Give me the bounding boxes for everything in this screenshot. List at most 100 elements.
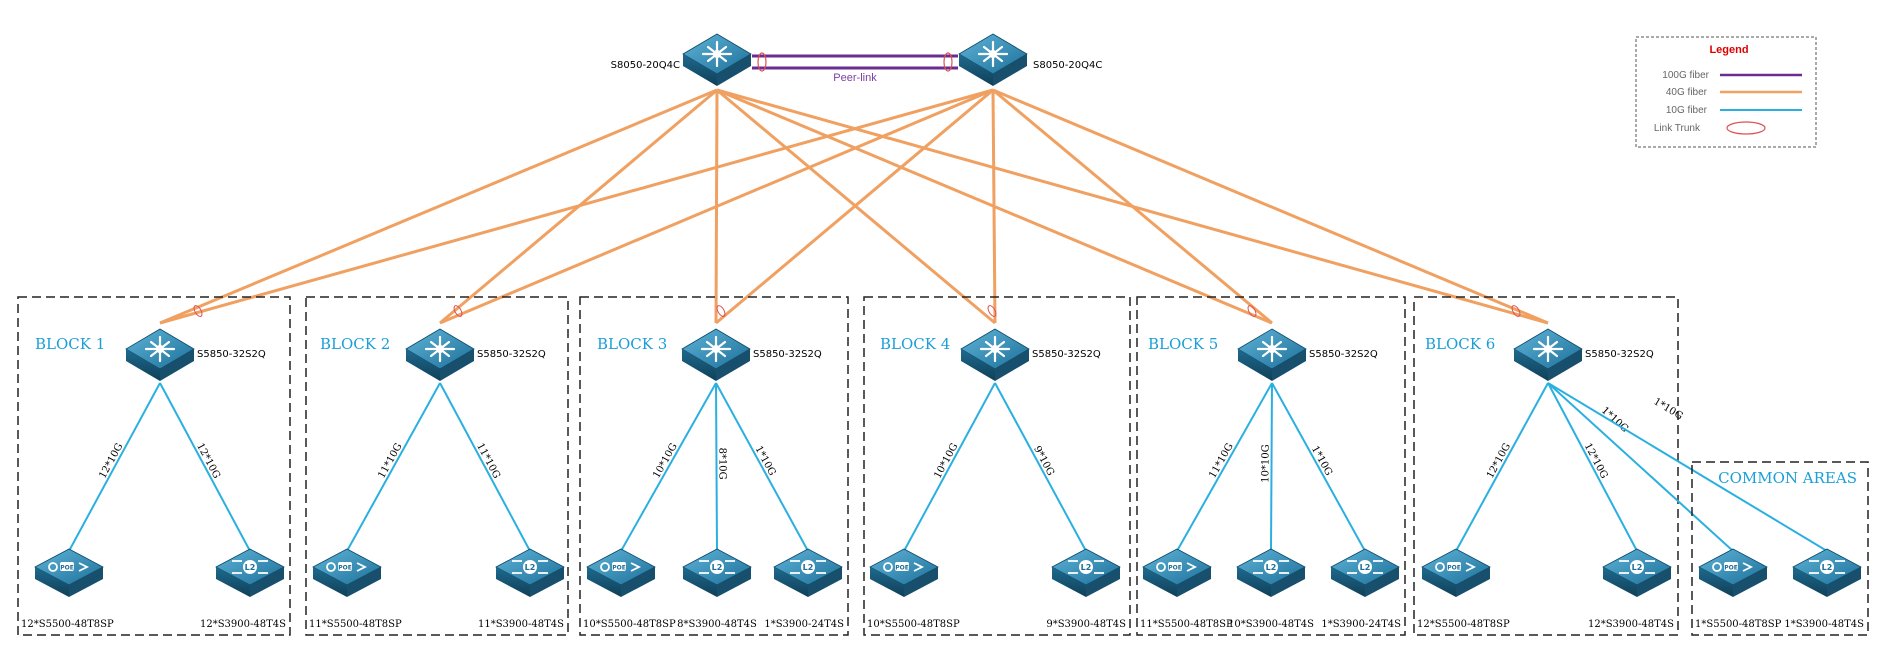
router-icon — [681, 32, 753, 88]
link-10g-line — [903, 382, 996, 552]
link-10g-line — [1176, 382, 1273, 552]
access-switch-label: 12*S5500-48T8SP — [21, 619, 114, 630]
l2-switch-icon — [495, 548, 565, 598]
poe-switch-icon — [1698, 548, 1768, 598]
block-border — [1413, 296, 1679, 636]
link-10g-line — [68, 382, 161, 552]
l2-switch-icon — [1602, 548, 1672, 598]
l2-switch-icon — [215, 548, 285, 598]
link-speed-label: 10*10G — [932, 441, 960, 480]
router-icon — [959, 327, 1031, 383]
uplink-40g-line — [716, 88, 996, 325]
access-switch-label: 1*S3900-24T4S — [1321, 619, 1401, 630]
access-switch-label: 12*S3900-48T4S — [200, 619, 286, 630]
block-title: BLOCK 6 — [1425, 335, 1495, 353]
core-switch-right: S8050-20Q4C — [957, 32, 1102, 88]
poe-switch-icon — [1421, 548, 1491, 598]
block-border — [863, 296, 1131, 636]
uplink-40g-line — [992, 88, 1549, 325]
trunk-marker — [453, 305, 463, 317]
l2-switch-icon — [682, 548, 752, 598]
access-switch-label: 10*S5500-48T8SP — [583, 619, 676, 630]
link-10g-line — [715, 382, 809, 552]
legend-label-10g: 10G fiber — [1666, 105, 1708, 116]
router-icon — [124, 327, 196, 383]
uplinks-40g — [159, 88, 1549, 325]
l2-switch-icon — [1051, 548, 1121, 598]
l2-switch-icon — [773, 548, 843, 598]
link-10g-line — [346, 382, 441, 552]
agg-switch-label: S5850-32S2Q — [197, 349, 266, 360]
trunk-marker — [193, 305, 203, 317]
access-switch-label: 8*S3900-48T4S — [677, 619, 757, 630]
link-10g-line — [1270, 382, 1273, 552]
access-switch-label: 11*S5500-48T8SP — [1140, 619, 1233, 630]
link-10g-line — [439, 382, 531, 552]
uplink-40g-line — [714, 89, 719, 324]
poe-switch-icon — [869, 548, 939, 598]
legend-label-40g: 40G fiber — [1666, 87, 1708, 98]
uplink-40g-line — [159, 88, 718, 325]
agg-switch-label: S5850-32S2Q — [1309, 349, 1378, 360]
access-switch-label: 12*S3900-48T4S — [1588, 619, 1674, 630]
router-icon — [680, 327, 752, 383]
agg-switch-label: S5850-32S2Q — [1585, 349, 1654, 360]
link-10g-line — [159, 382, 251, 552]
trunk-marker — [716, 305, 726, 317]
link-speed-label: 10*10G — [1260, 444, 1271, 483]
uplink-40g-line — [439, 88, 718, 325]
trunk-marker — [987, 305, 997, 317]
link-speed-label: 12*10G — [1485, 441, 1513, 480]
link-speed-label: 11*10G — [1207, 441, 1236, 480]
block-border — [305, 296, 569, 636]
l2-switch-icon — [1792, 548, 1862, 598]
link-10g-line — [715, 382, 718, 552]
access-switch-label: 12*S5500-48T8SP — [1417, 619, 1510, 630]
legend: Legend 100G fiber 40G fiber 10G fiber Li… — [1635, 36, 1817, 148]
access-switch-label: 1*S3900-24T4S — [764, 619, 844, 630]
link-10g-line — [620, 382, 717, 552]
link-speed-label: 11*10G — [376, 441, 404, 480]
router-icon — [404, 327, 476, 383]
poe-switch-icon — [312, 548, 382, 598]
link-10g-line — [1547, 382, 1638, 552]
block-border — [579, 296, 849, 636]
router-icon — [1512, 327, 1584, 383]
link-10g-line — [1547, 382, 1828, 552]
block-title: BLOCK 4 — [880, 335, 950, 353]
legend-label-100g: 100G fiber — [1662, 70, 1709, 81]
router-icon — [1236, 327, 1308, 383]
poe-switch-icon — [34, 548, 104, 598]
access-switch-label: 9*S3900-48T4S — [1046, 619, 1126, 630]
access-switch-label: 1*S5500-48T8SP — [1695, 619, 1782, 630]
uplink-40g-line — [716, 88, 1549, 325]
l2-switch-icon — [1236, 548, 1306, 598]
poe-switch-icon — [586, 548, 656, 598]
trunk-marker — [757, 52, 767, 72]
legend-label-trunk: Link Trunk — [1654, 123, 1701, 134]
link-speed-label: 8*10G — [716, 448, 727, 480]
block-title: BLOCK 5 — [1148, 335, 1218, 353]
link-speed-label: 12*10G — [97, 441, 125, 480]
access-switch-label: 11*S5500-48T8SP — [309, 619, 402, 630]
uplink-40g-line — [716, 88, 1273, 325]
link-speed-label: 1*10G — [1651, 396, 1684, 422]
agg-switch-label: S5850-32S2Q — [1032, 349, 1101, 360]
trunk-marker — [1511, 305, 1521, 317]
core-switch-left: S8050-20Q4C — [611, 32, 753, 88]
common-areas-title: COMMON AREAS — [1718, 469, 1857, 487]
link-10g-line — [1271, 382, 1366, 552]
agg-switch-label: S5850-32S2Q — [753, 349, 822, 360]
link-10g-line — [994, 382, 1087, 552]
access-switch-label: 10*S5500-48T8SP — [867, 619, 960, 630]
access-switch-label: 10*S3900-48T4S — [1228, 619, 1314, 630]
block-title: BLOCK 2 — [320, 335, 390, 353]
block-title: BLOCK 3 — [597, 335, 667, 353]
